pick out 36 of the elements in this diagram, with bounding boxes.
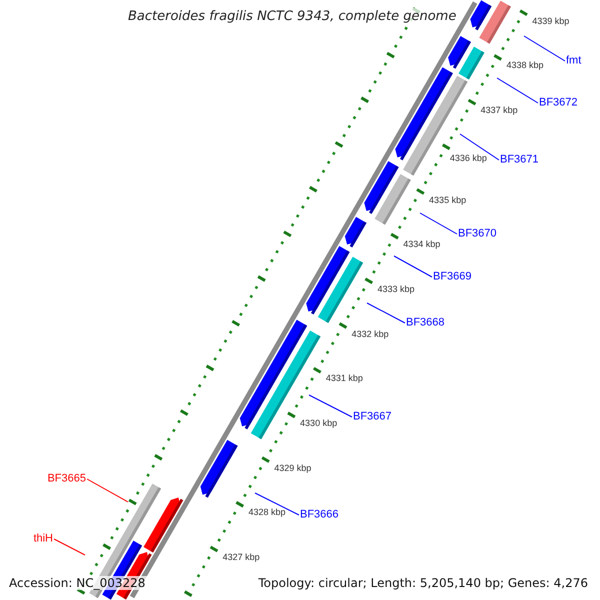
- leader-line: [254, 492, 300, 516]
- tick-label: 4331 kbp: [326, 373, 363, 384]
- leader-line: [420, 212, 458, 234]
- leader-line: [366, 302, 406, 324]
- leader-line: [524, 36, 566, 62]
- tick-label: 4339 kbp: [532, 16, 570, 27]
- tick-label: 4337 kbp: [480, 105, 518, 116]
- leader-line: [86, 478, 128, 502]
- gene-label: BF3666: [300, 508, 339, 522]
- gene-label: fmt: [566, 54, 582, 68]
- gene-label: BF3671: [500, 154, 539, 166]
- gene-label: BF3665: [47, 472, 86, 486]
- map-info-text: Topology: circular; Length: 5,205,140 bp; Genes: 4,276: [256, 576, 590, 590]
- gene-label: BF3668: [406, 316, 445, 330]
- leader-line: [308, 394, 352, 418]
- tick-label: 4328 kbp: [248, 507, 286, 518]
- gene-label: BF3667: [353, 410, 392, 424]
- map-title: Bacteroides fragilis NCTC 9343, complete genome: [126, 8, 458, 25]
- tick-label: 4334 kbp: [403, 239, 440, 250]
- tick-label: 4332 kbp: [352, 328, 389, 340]
- map-info-text: Accession: NC_003228: [7, 576, 148, 590]
- tick-label: 4333 kbp: [377, 284, 414, 295]
- gene-label: BF3672: [539, 96, 578, 110]
- tick-label: 4335 kbp: [429, 194, 466, 206]
- gene-label: BF3669: [433, 270, 472, 284]
- tick-label: 4329 kbp: [274, 462, 312, 474]
- tick-label: 4338 kbp: [506, 60, 544, 72]
- leader-line: [54, 538, 86, 556]
- tick-label: 4330 kbp: [300, 418, 338, 429]
- leader-line: [460, 134, 500, 160]
- gene-label: BF3670: [458, 228, 497, 240]
- gene-label: thiH: [33, 532, 53, 546]
- tick-label: 4327 kbp: [222, 552, 260, 563]
- leader-line: [496, 78, 538, 104]
- leader-line: [394, 256, 432, 278]
- tick-label: 4336 kbp: [450, 152, 487, 164]
